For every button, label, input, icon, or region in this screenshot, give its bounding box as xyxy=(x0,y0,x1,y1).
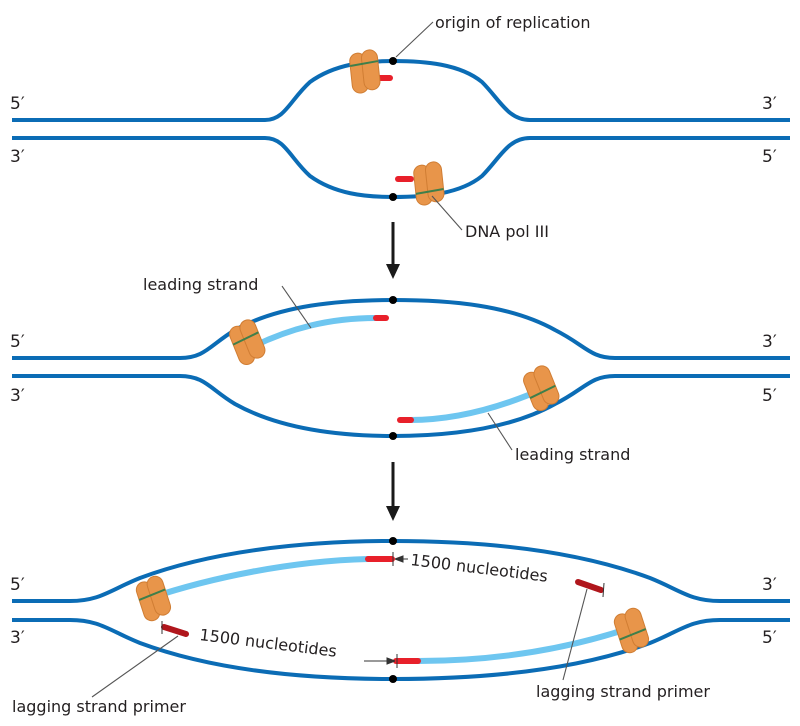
template-strand-top xyxy=(12,58,790,122)
origin-of-replication-label: origin of replication xyxy=(435,13,591,32)
lagging-primer-left xyxy=(161,624,189,637)
template-strand-top xyxy=(12,297,790,360)
origin-dot-icon xyxy=(389,296,397,304)
panel-1: 5′ 3′ 3′ 5′ origin of replication DNA po… xyxy=(10,13,790,241)
end-label-bottom-left: 3′ xyxy=(10,628,25,648)
dna-polymerase-icon xyxy=(133,573,174,624)
origin-dot-icon xyxy=(389,193,397,201)
end-label-bottom-right: 5′ xyxy=(762,386,777,406)
distance-arrow-icon xyxy=(386,657,396,665)
dna-pol-iii-label: DNA pol III xyxy=(465,222,549,241)
leading-strand-label-bottom: leading strand xyxy=(515,445,630,464)
leading-strand-top xyxy=(248,315,377,351)
end-label-top-left: 5′ xyxy=(10,94,25,114)
leading-strand-top xyxy=(149,556,369,601)
dna-polymerase-icon xyxy=(412,160,446,207)
tick-mark xyxy=(602,582,605,598)
leading-strand-bottom xyxy=(409,385,547,423)
leading-strand-bottom xyxy=(417,625,631,664)
end-label-top-right: 3′ xyxy=(762,575,777,595)
origin-dot-icon xyxy=(389,432,397,440)
template-strand-bottom xyxy=(12,136,790,200)
panel-3: 5′ 3′ 3′ 5′ 1500 nucleotides xyxy=(10,537,790,716)
template-strand-top xyxy=(12,538,790,603)
template-strand-bottom xyxy=(12,618,790,682)
template-strand-bottom xyxy=(12,374,790,439)
end-label-bottom-right: 5′ xyxy=(762,147,777,167)
down-arrow-icon xyxy=(386,462,400,521)
end-label-top-right: 3′ xyxy=(762,94,777,114)
down-arrow-icon xyxy=(386,222,400,279)
dna-polymerase-icon xyxy=(611,605,652,656)
dna-polymerase-icon xyxy=(519,362,563,414)
leading-strand-label-top: leading strand xyxy=(143,275,258,294)
end-label-bottom-left: 3′ xyxy=(10,386,25,406)
end-label-bottom-left: 3′ xyxy=(10,147,25,167)
distance-arrow-icon xyxy=(394,555,404,563)
origin-dot-icon xyxy=(389,537,397,545)
dna-polymerase-icon xyxy=(348,48,382,95)
end-label-bottom-right: 5′ xyxy=(762,628,777,648)
end-label-top-left: 5′ xyxy=(10,575,25,595)
distance-label-top: 1500 nucleotides xyxy=(410,550,549,586)
end-label-top-left: 5′ xyxy=(10,332,25,352)
lagging-primer-right xyxy=(575,579,604,593)
lagging-primer-label-right: lagging strand primer xyxy=(536,682,710,701)
dna-polymerase-icon xyxy=(225,316,269,368)
origin-dot-icon xyxy=(389,57,397,65)
end-label-top-right: 3′ xyxy=(762,332,777,352)
panel-2: 5′ 3′ 3′ 5′ leading strand leading stran… xyxy=(10,275,790,464)
origin-dot-icon xyxy=(389,675,397,683)
distance-label-bottom: 1500 nucleotides xyxy=(199,625,338,661)
lagging-primer-label-left: lagging strand primer xyxy=(12,697,186,716)
